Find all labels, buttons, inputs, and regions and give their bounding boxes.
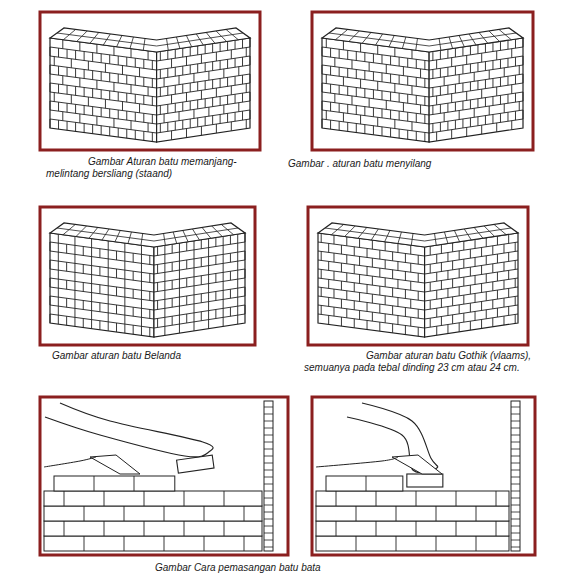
bricklaying-scene (40, 397, 288, 555)
figure-caption: Gambar . aturan batu menyilang (288, 158, 528, 170)
figure-caption: Gambar Cara pemasangan batu bata (155, 562, 415, 574)
brick-corner (312, 12, 533, 150)
figure-caption: Gambar aturan batu Belanda (52, 350, 262, 362)
figure-caption: Gambar aturan batu Gothik (vlaams), semu… (304, 350, 549, 374)
brick-corner (40, 12, 260, 150)
brick-corner (308, 207, 528, 345)
bricklaying-scene (312, 397, 535, 555)
figure-caption: Gambar Aturan batu memanjang- melintang … (46, 156, 261, 180)
brick-corner (40, 207, 255, 345)
